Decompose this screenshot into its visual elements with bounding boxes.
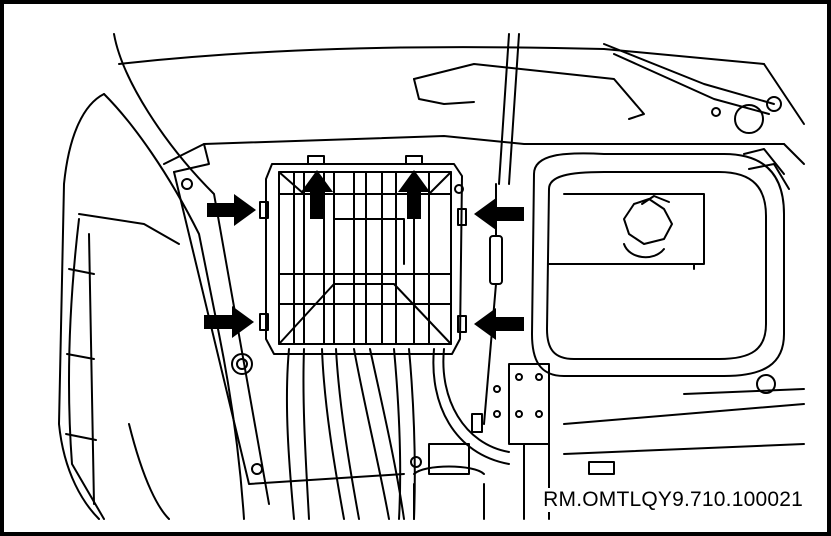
cable-bundle [285,348,510,520]
fasteners [181,178,501,475]
hex-cap [623,195,673,259]
technical-illustration [58,33,805,520]
arrow-right-icon [207,194,256,226]
engine-bay-cavity [531,152,785,377]
arrow-left-icon [474,198,524,230]
wiper-linkage [413,43,790,190]
lower-fitting [410,443,485,520]
arrow-right-icon [204,306,254,338]
arrow-up-icon [398,170,430,219]
lower-bracket [508,363,805,520]
central-rod [471,33,520,433]
fuse-box-cover [259,155,467,355]
arrow-left-icon [474,308,524,340]
bulkhead-panel [118,46,805,485]
arrow-up-icon [301,170,333,219]
reference-code: RM.OMTLQY9.710.100021 [541,488,805,512]
left-body-panel [58,33,270,520]
